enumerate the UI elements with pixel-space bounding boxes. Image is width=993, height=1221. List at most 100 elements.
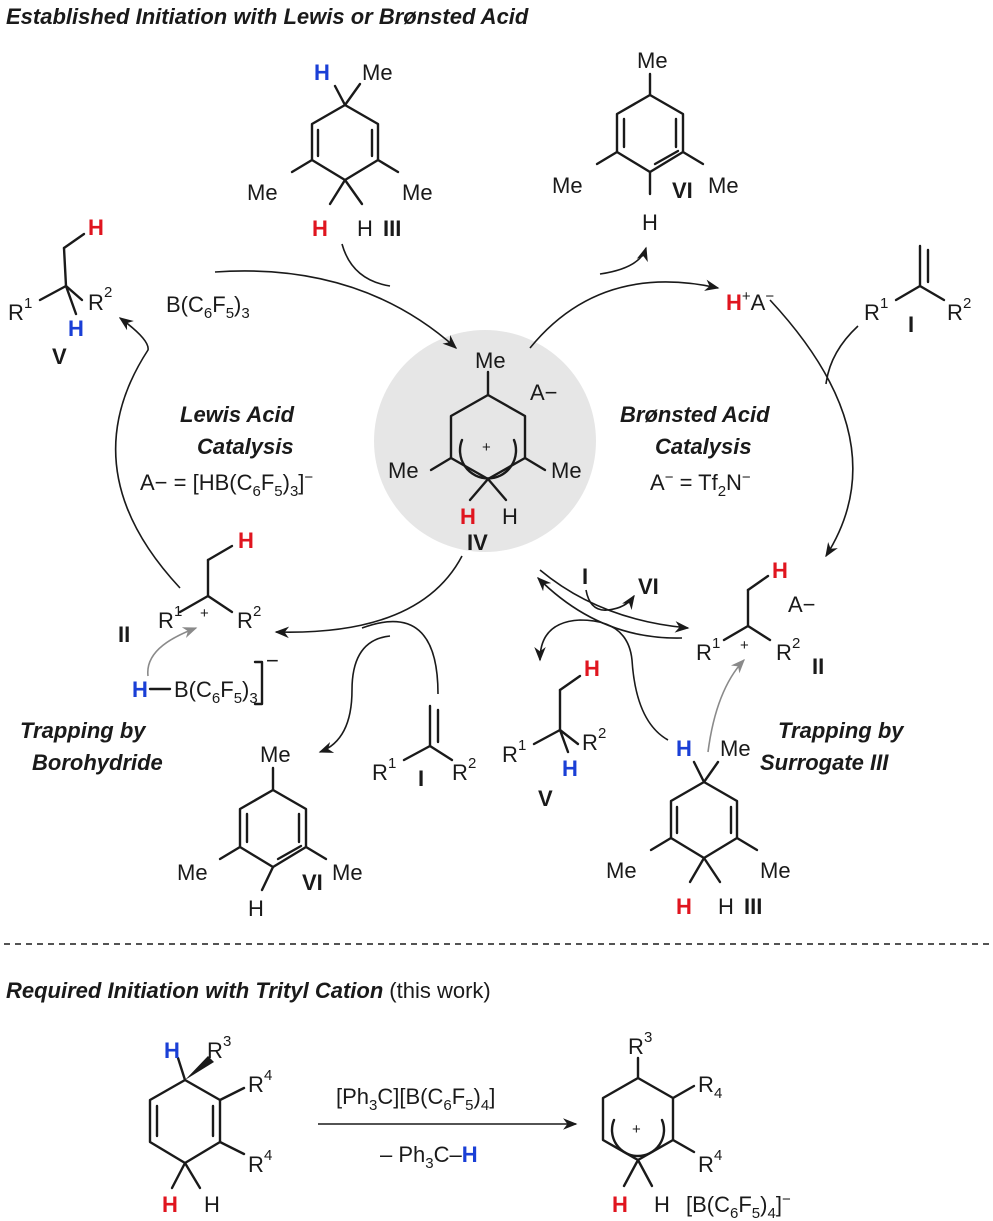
borohydride: B(C6F5)3 xyxy=(174,677,258,707)
svg-text:+: + xyxy=(632,1121,641,1138)
svg-text:R: R xyxy=(452,760,468,785)
svg-text:A−: A− xyxy=(788,592,816,617)
compound-VI-top: Me Me Me H VI xyxy=(552,48,739,235)
svg-text:4: 4 xyxy=(714,1147,722,1164)
compound-I-top: R 1 R 2 I xyxy=(864,244,971,337)
svg-text:4: 4 xyxy=(264,1067,272,1084)
II-left-h-red: H xyxy=(238,528,254,553)
compound-II-right: H A− R 1 + R 2 II xyxy=(696,558,824,679)
V-left-r2: R xyxy=(88,290,104,315)
III-top-h-red: H xyxy=(312,216,328,241)
cation-me-top: Me xyxy=(475,348,506,373)
label-VI-bottom: VI xyxy=(302,870,323,895)
svg-text:R: R xyxy=(864,300,880,325)
product-anion: [B(C6F5)4]− xyxy=(686,1191,791,1221)
cation-me-right: Me xyxy=(551,458,582,483)
svg-text:R: R xyxy=(502,742,518,767)
svg-text:1: 1 xyxy=(518,737,526,754)
III-top-h-plain: H xyxy=(357,216,373,241)
lewis-trapping-1: Trapping by xyxy=(20,718,147,743)
cation-me-left: Me xyxy=(388,458,419,483)
compound-V-bottom: H R 1 R 2 H V xyxy=(502,656,606,811)
compound-III-top: H Me Me Me H H III xyxy=(247,60,433,241)
svg-text:R: R xyxy=(158,608,174,633)
svg-text:R: R xyxy=(248,1072,264,1097)
svg-text:R: R xyxy=(947,300,963,325)
cation-charge: + xyxy=(482,439,491,456)
V-left-h-blue: H xyxy=(68,316,84,341)
cation-h-plain: H xyxy=(502,504,518,529)
lewis-title-2: Catalysis xyxy=(197,434,294,459)
svg-text:2: 2 xyxy=(468,755,476,772)
VI-top-me-top: Me xyxy=(637,48,668,73)
label-II-right: II xyxy=(812,654,824,679)
svg-text:H: H xyxy=(562,756,578,781)
section-title-bottom: Required Initiation with Trityl Cation(t… xyxy=(6,978,491,1003)
compound-V-left: H R 1 R 2 H V xyxy=(8,215,112,369)
svg-text:R: R xyxy=(628,1034,644,1059)
bronsted-title-2: Catalysis xyxy=(655,434,752,459)
svg-text:H: H xyxy=(676,736,692,761)
label-III-bottom: III xyxy=(744,894,762,919)
lewis-catalyst: B(C6F5)3 xyxy=(166,292,250,322)
label-V-bottom: V xyxy=(538,786,553,811)
label-I-bottom: I xyxy=(418,766,424,791)
cation-h-red: H xyxy=(460,504,476,529)
VI-top-me-left: Me xyxy=(552,173,583,198)
svg-text:R: R xyxy=(776,640,792,665)
svg-text:4: 4 xyxy=(264,1147,272,1164)
svg-text:R: R xyxy=(372,760,388,785)
svg-text:R: R xyxy=(237,608,253,633)
svg-text:1: 1 xyxy=(712,635,720,652)
compound-III-bottom: H Me Me Me H H III xyxy=(606,736,791,919)
arenium-product: R 3 + R 4 R 4 H H [B(C6F5)4]− xyxy=(601,1029,791,1221)
svg-text:2: 2 xyxy=(598,725,606,742)
label-I-top: I xyxy=(908,312,914,337)
svg-text:H: H xyxy=(204,1192,220,1217)
svg-text:H: H xyxy=(164,1038,180,1063)
svg-text:R: R xyxy=(248,1152,264,1177)
cycle-arrows xyxy=(114,243,859,753)
label-II-left: II xyxy=(118,622,130,647)
svg-text:Me: Me xyxy=(720,736,751,761)
compound-I-bottom: R 1 R 2 I xyxy=(372,704,476,791)
center-highlight-circle xyxy=(374,330,596,552)
svg-text:1: 1 xyxy=(388,755,396,772)
trityl-substrate: H R 3 R 4 R 4 H H xyxy=(148,1033,272,1217)
svg-text:2: 2 xyxy=(253,603,261,620)
cation-IV: Me Me Me A− + H H IV xyxy=(374,330,596,555)
V-left-r1: R xyxy=(8,300,24,325)
svg-text:+: + xyxy=(200,605,209,622)
svg-text:R: R xyxy=(698,1072,714,1097)
svg-text:1: 1 xyxy=(880,295,888,312)
III-top-me-left: Me xyxy=(247,180,278,205)
bronsted-trapping-1: Trapping by xyxy=(778,718,905,743)
cation-counterion: A− xyxy=(530,380,558,405)
svg-text:H: H xyxy=(676,894,692,919)
svg-text:2: 2 xyxy=(104,284,112,301)
svg-text:1: 1 xyxy=(24,295,32,312)
lewis-anion: A− = [HB(C6F5)3]− xyxy=(140,469,313,500)
trityl-byproduct: – Ph3C–H xyxy=(380,1142,478,1172)
bronsted-anion: A− = Tf2N− xyxy=(650,469,751,500)
trityl-reagent: [Ph3C][B(C6F5)4] xyxy=(336,1084,495,1114)
III-top-me-right: Me xyxy=(402,180,433,205)
svg-text:H: H xyxy=(584,656,600,681)
label-VI-center: VI xyxy=(638,574,659,599)
bronsted-title-1: Brønsted Acid xyxy=(620,402,770,427)
VI-top-me-right: Me xyxy=(708,173,739,198)
III-top-h-blue: H xyxy=(314,60,330,85)
svg-text:Me: Me xyxy=(606,858,637,883)
borohydride-h: H xyxy=(132,677,148,702)
svg-text:−: − xyxy=(266,648,279,673)
svg-text:R: R xyxy=(698,1152,714,1177)
lewis-trapping-2: Borohydride xyxy=(32,750,163,775)
label-V-left: V xyxy=(52,344,67,369)
label-IV: IV xyxy=(467,530,488,555)
svg-text:3: 3 xyxy=(644,1029,652,1046)
svg-text:+: + xyxy=(740,637,749,654)
svg-text:2: 2 xyxy=(792,635,800,652)
svg-text:4: 4 xyxy=(714,1085,722,1102)
bronsted-acid: H+A− xyxy=(726,288,774,315)
